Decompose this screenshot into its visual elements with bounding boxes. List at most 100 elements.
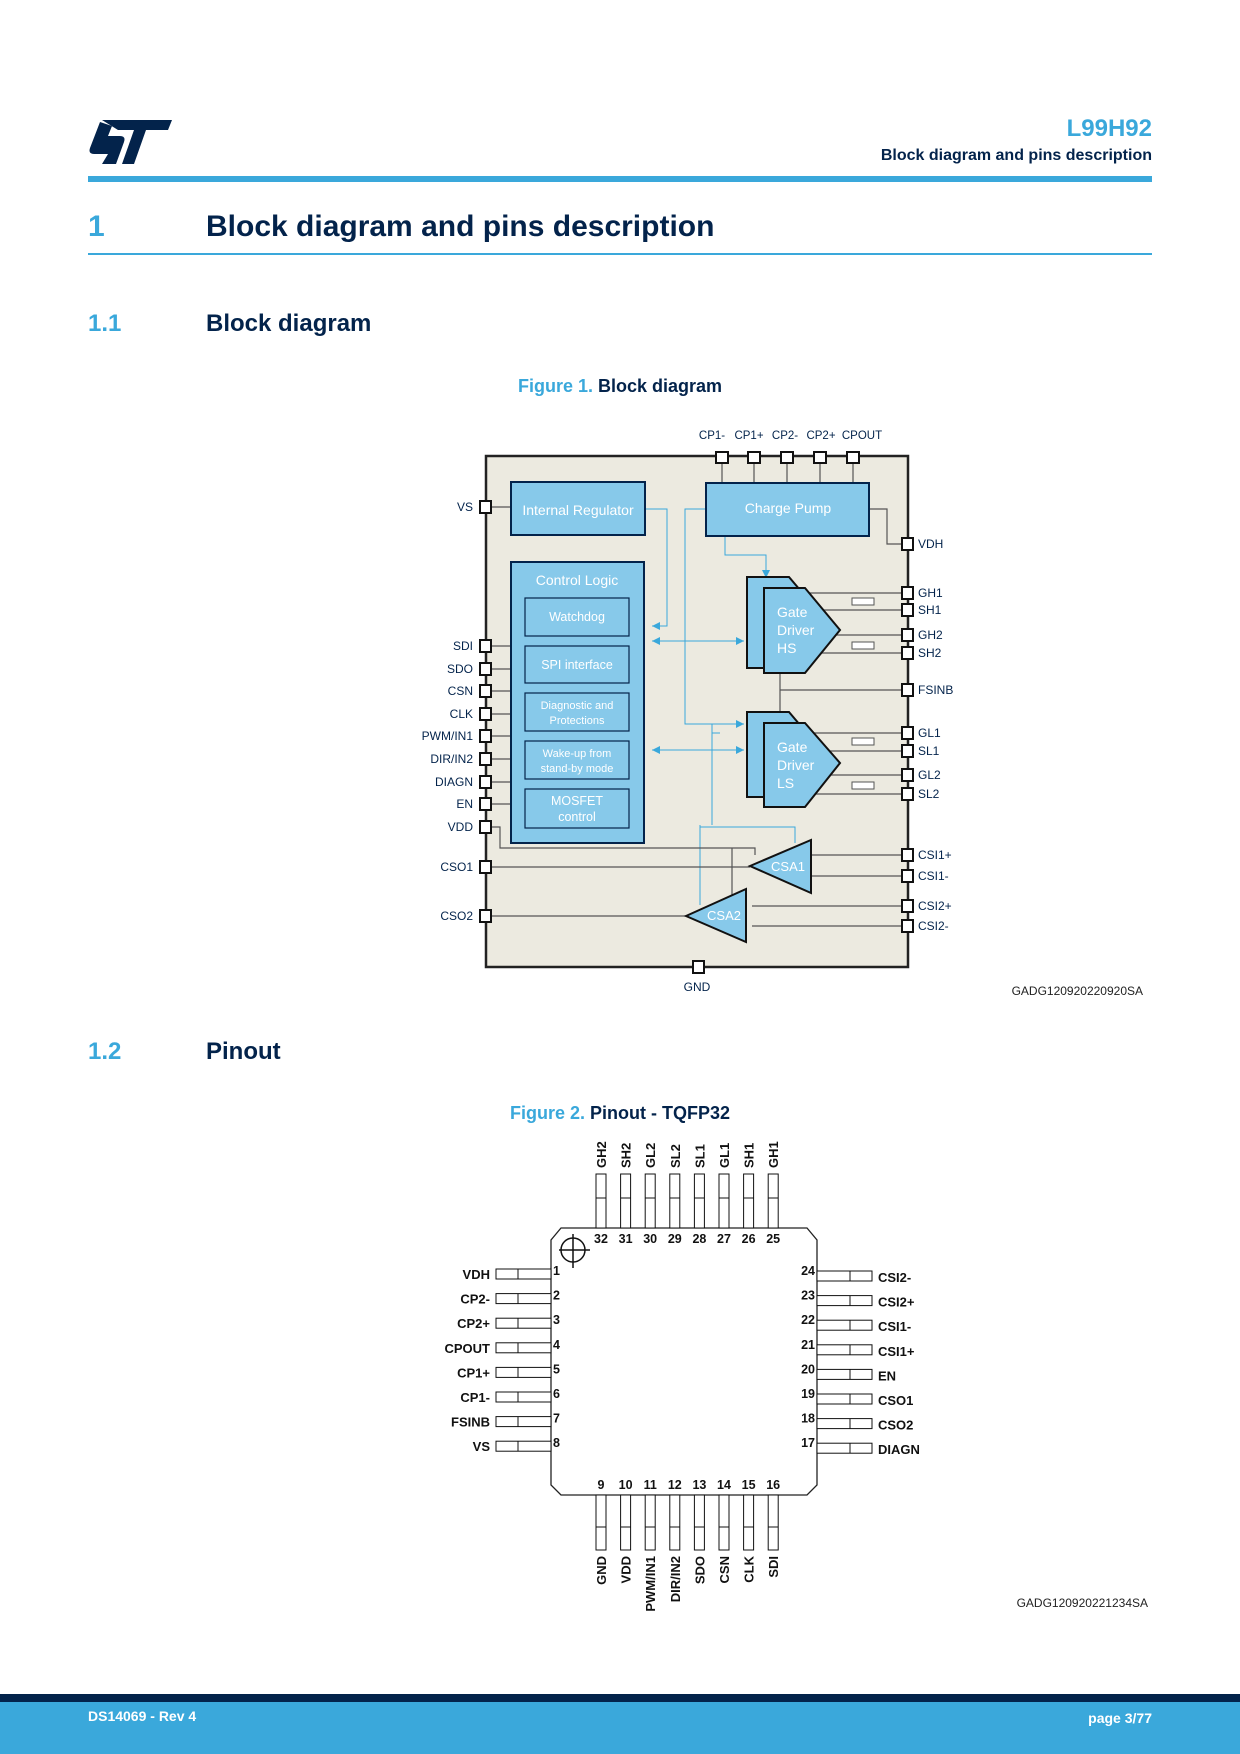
gate-driver-hs-block bbox=[763, 587, 842, 674]
diagram-shape bbox=[851, 641, 875, 650]
pin-label-cp1-plus: CP1+ bbox=[734, 430, 763, 442]
diagram-shape bbox=[901, 768, 914, 782]
pin-label-sl1: SL1 bbox=[918, 744, 940, 758]
gdhs-label-1: Gate bbox=[777, 604, 808, 620]
wires bbox=[492, 463, 902, 927]
figure-1-number: Figure 1. bbox=[517, 376, 593, 396]
pin-name: CP2+ bbox=[457, 1316, 490, 1331]
pin-lead bbox=[495, 1317, 552, 1329]
pin-name: SDO bbox=[692, 1556, 707, 1584]
wakeup-block bbox=[524, 740, 630, 780]
diagram-shape bbox=[846, 451, 860, 464]
diagram-shape bbox=[901, 646, 914, 660]
diagram-shape bbox=[901, 899, 914, 913]
pin-name: CSI1- bbox=[878, 1319, 911, 1334]
diagram-shape bbox=[901, 744, 914, 758]
watchdog-block bbox=[524, 597, 630, 637]
pin-number: 24 bbox=[801, 1264, 815, 1278]
section-1-title: Block diagram and pins description bbox=[206, 210, 715, 243]
section-rule bbox=[88, 253, 1152, 255]
diagram-shape bbox=[89, 122, 125, 164]
diagram-shape bbox=[851, 597, 875, 606]
diagram-shape bbox=[479, 500, 492, 514]
pin-number: 2 bbox=[553, 1289, 560, 1303]
diagram-shape bbox=[479, 752, 492, 766]
pin-number: 31 bbox=[619, 1232, 633, 1246]
control-logic-label: Control Logic bbox=[536, 572, 619, 588]
pin-name: SH2 bbox=[619, 1143, 634, 1168]
pin-number: 10 bbox=[619, 1478, 633, 1492]
pin-number: 5 bbox=[553, 1362, 560, 1376]
pin-label-gnd: GND bbox=[684, 980, 711, 994]
pin-label-csi1-minus: CSI1- bbox=[918, 869, 949, 883]
pin-label-vdd: VDD bbox=[448, 820, 474, 834]
figure-1-code: GADG120920220920SA bbox=[1011, 984, 1143, 998]
pin-label-csi1-plus: CSI1+ bbox=[918, 848, 952, 862]
pin-number: 30 bbox=[643, 1232, 657, 1246]
pin-number: 6 bbox=[553, 1387, 560, 1401]
pin-name: EN bbox=[878, 1368, 896, 1383]
pin-number: 19 bbox=[801, 1387, 815, 1401]
diagram-shape bbox=[851, 781, 875, 790]
diagram-shape bbox=[736, 637, 744, 645]
diagram-group: Gate Driver LS bbox=[777, 739, 815, 791]
diagram-group: VDH GH1 SH1 GH2 SH2 FSINB GL1 SL1 GL2 SL… bbox=[918, 537, 953, 933]
arrowheads bbox=[652, 570, 770, 754]
diagram-shape bbox=[736, 746, 744, 754]
diagram-shape bbox=[479, 797, 492, 811]
left-pin-pads bbox=[479, 500, 492, 923]
diagram-shape bbox=[700, 826, 796, 843]
diagnostic-block bbox=[524, 692, 630, 732]
diagram-shape bbox=[479, 820, 492, 834]
diagram-shape bbox=[901, 869, 914, 883]
pin-label-vdh: VDH bbox=[918, 537, 943, 551]
pin-label-sdo: SDO bbox=[447, 662, 473, 676]
pin-lead bbox=[816, 1295, 873, 1307]
pin-name: CPOUT bbox=[445, 1341, 491, 1356]
pin-name: CSO2 bbox=[878, 1418, 913, 1433]
section-1-2-title: Pinout bbox=[206, 1038, 281, 1065]
pin-lead bbox=[767, 1173, 779, 1229]
diagram-shape bbox=[724, 536, 767, 572]
pin-lead bbox=[495, 1440, 552, 1452]
footer-page-number: page 3/77 bbox=[1088, 1710, 1152, 1726]
pin-label-csn: CSN bbox=[448, 684, 473, 698]
section-1-2-number: 1.2 bbox=[88, 1038, 122, 1065]
diagram-shape bbox=[652, 746, 660, 754]
diag-label-1: Diagnostic and bbox=[541, 700, 614, 712]
watchdog-label: Watchdog bbox=[549, 610, 605, 624]
pin-lead bbox=[495, 1268, 552, 1280]
diagram-shape bbox=[684, 508, 744, 725]
pin-number: 28 bbox=[692, 1232, 706, 1246]
mosfet-label-2: control bbox=[558, 810, 596, 824]
charge-pump-block bbox=[705, 482, 870, 537]
diagram-shape bbox=[780, 451, 794, 464]
diagram-shape bbox=[652, 637, 660, 645]
pin-number: 9 bbox=[598, 1478, 605, 1492]
diagram-shape bbox=[901, 586, 914, 600]
pin-lead bbox=[743, 1494, 755, 1551]
pin-number: 11 bbox=[644, 1478, 657, 1492]
diagram-shape bbox=[901, 603, 914, 617]
pin-name: GH2 bbox=[594, 1141, 609, 1168]
sense-resistors bbox=[851, 597, 875, 790]
pin-number: 13 bbox=[692, 1478, 706, 1492]
pin-name: SL1 bbox=[692, 1144, 707, 1168]
pin-name: GL1 bbox=[717, 1143, 732, 1168]
pin-name: GND bbox=[594, 1556, 609, 1585]
charge-pump-label: Charge Pump bbox=[745, 500, 832, 516]
diagram-shape bbox=[479, 707, 492, 721]
right-pin-pads bbox=[901, 537, 914, 933]
gdhs-label-2: Driver bbox=[777, 622, 815, 638]
diagram-group: 1VDH2CP2-3CP2+4CPOUT5CP1+6CP1-7FSINB8VS2… bbox=[445, 1141, 920, 1611]
section-1-1-number: 1.1 bbox=[88, 310, 122, 337]
pin-number: 14 bbox=[717, 1478, 731, 1492]
figure-2-number: Figure 2. bbox=[509, 1103, 585, 1123]
pin-name: SDI bbox=[766, 1556, 781, 1578]
pin-label-vs: VS bbox=[457, 500, 473, 514]
pin-lead bbox=[693, 1173, 705, 1229]
diagram-shape bbox=[492, 826, 756, 855]
diagram-shape bbox=[901, 537, 914, 551]
pin-label-sh2: SH2 bbox=[918, 646, 942, 660]
pin-number: 8 bbox=[553, 1436, 560, 1450]
